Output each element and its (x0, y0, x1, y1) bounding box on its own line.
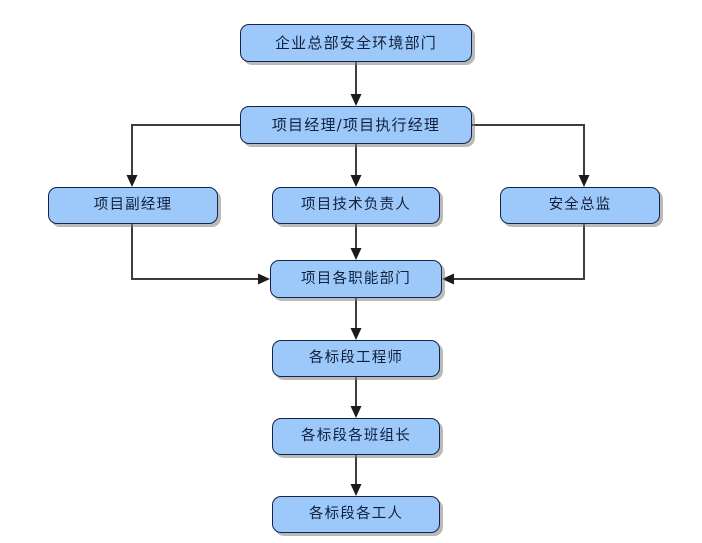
edge-safety-director-to-departments (442, 224, 585, 285)
node-functional-departments-label: 项目各职能部门 (301, 270, 411, 287)
edge-engineers-to-team-leaders (350, 377, 362, 418)
edge-hq-to-pm (350, 62, 362, 106)
edge-deputy-to-departments (131, 224, 270, 285)
edge-pm-to-tech-lead (350, 144, 362, 187)
node-project-manager-label: 项目经理/项目执行经理 (271, 115, 441, 134)
node-technical-lead-label: 项目技术负责人 (301, 197, 411, 214)
edge-pm-to-deputy (126, 124, 240, 187)
node-project-manager[interactable]: 项目经理/项目执行经理 (240, 106, 472, 144)
edge-pm-to-safety-director (472, 124, 590, 187)
node-deputy-manager-label: 项目副经理 (93, 197, 173, 214)
node-section-workers-label: 各标段各工人 (308, 506, 404, 523)
edge-tech-lead-to-departments (350, 224, 362, 260)
node-section-engineers[interactable]: 各标段工程师 (272, 340, 440, 377)
node-hq[interactable]: 企业总部安全环境部门 (240, 24, 472, 62)
node-section-workers[interactable]: 各标段各工人 (272, 496, 440, 533)
node-hq-label: 企业总部安全环境部门 (274, 33, 437, 52)
edge-departments-to-engineers (350, 298, 362, 340)
node-safety-director-label: 安全总监 (548, 197, 612, 214)
node-safety-director[interactable]: 安全总监 (500, 187, 660, 224)
node-section-team-leaders-label: 各标段各班组长 (301, 428, 411, 445)
node-functional-departments[interactable]: 项目各职能部门 (270, 260, 442, 298)
edge-team-leaders-to-workers (350, 455, 362, 496)
node-section-engineers-label: 各标段工程师 (308, 350, 404, 367)
node-section-team-leaders[interactable]: 各标段各班组长 (272, 418, 440, 455)
node-deputy-manager[interactable]: 项目副经理 (48, 187, 218, 224)
node-technical-lead[interactable]: 项目技术负责人 (272, 187, 440, 224)
